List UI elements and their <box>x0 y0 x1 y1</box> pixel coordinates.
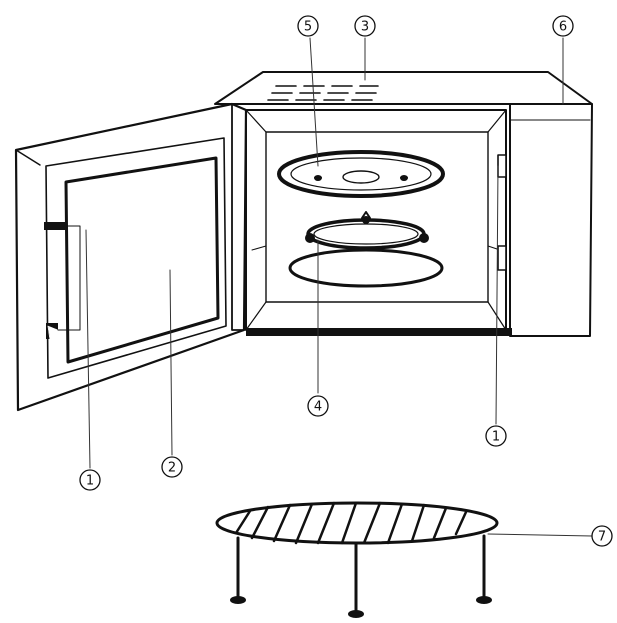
callout-label-4: 4 <box>314 400 322 415</box>
callout-label-1-right: 1 <box>492 430 500 445</box>
door-hook-upper <box>44 222 66 230</box>
door-inner-frame <box>45 137 227 379</box>
door-edge <box>231 103 245 331</box>
door-panel <box>14 102 248 412</box>
callout-circle-1-left <box>79 469 101 491</box>
callout-circle-3 <box>354 15 376 37</box>
top-vents <box>267 85 379 101</box>
callouts <box>79 15 613 547</box>
control-panel <box>509 103 593 337</box>
callout-label-2: 2 <box>168 461 176 476</box>
glass-tray <box>277 150 445 198</box>
door <box>14 102 248 412</box>
callout-circle-5 <box>297 15 319 37</box>
callout-label-6: 6 <box>559 20 567 35</box>
microwave-body <box>214 71 593 337</box>
callout-label-3: 3 <box>361 20 369 35</box>
door-window <box>64 156 220 364</box>
callout-circle-2 <box>161 456 183 478</box>
leader-lines <box>85 37 593 537</box>
roller-ring <box>305 211 429 250</box>
base-strip <box>246 328 512 336</box>
callout-circle-6 <box>552 15 574 37</box>
callout-label-5: 5 <box>304 20 312 35</box>
grill-rack <box>215 501 499 618</box>
latch-slot-lower <box>497 245 507 271</box>
callout-circle-1-right <box>485 425 507 447</box>
callout-circle-7 <box>591 525 613 547</box>
callout-label-1-left: 1 <box>86 474 94 489</box>
callout-circle-4 <box>307 395 329 417</box>
callout-label-7: 7 <box>598 530 606 545</box>
floor-track <box>288 248 444 288</box>
latch-slot-upper <box>497 154 507 178</box>
